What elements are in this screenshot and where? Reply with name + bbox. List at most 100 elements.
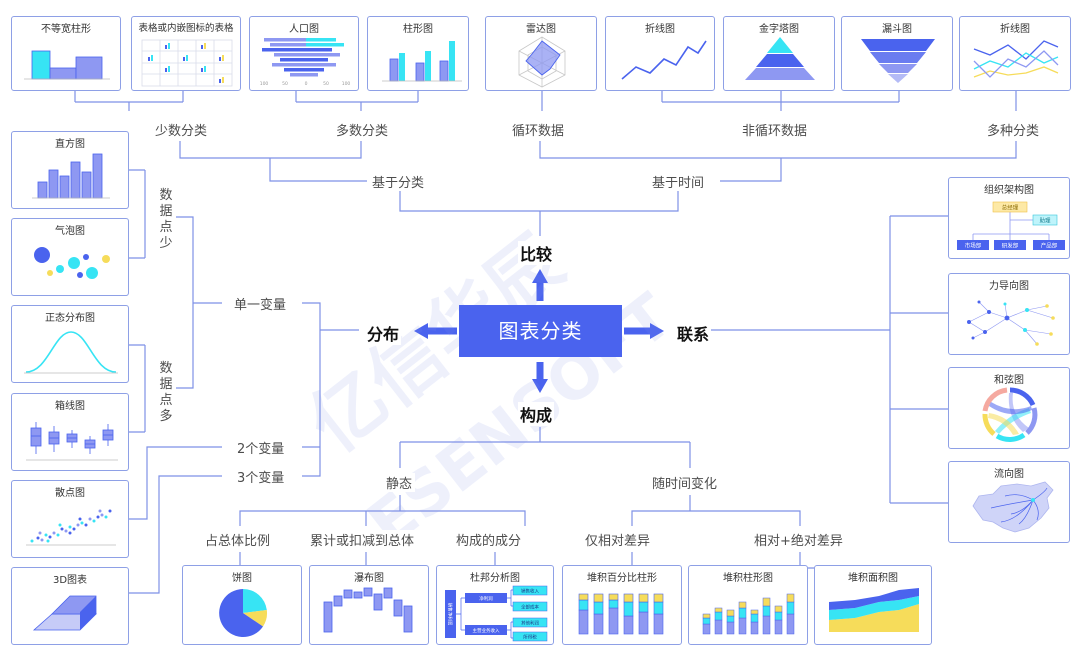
label-noncyclic-data: 非循环数据 [739,120,811,139]
card-normal[interactable]: 正态分布图 [11,305,129,383]
scatter-point [76,523,80,527]
card-waterfall[interactable]: 瀑布图 [309,565,429,645]
scatter-point [46,539,50,543]
stack-segment [653,601,664,615]
stack-segment [638,601,649,613]
label-three-variables: 3个变量 [234,467,288,486]
card-boxplot[interactable]: 箱线图 [11,393,129,471]
scatter-point [104,515,108,519]
dupont-root: 销售净利润 [447,603,454,626]
card-stack-bar[interactable]: 堆积柱形图 [688,565,808,645]
card-table-icons[interactable]: 表格或内嵌图标的表格 [131,16,241,91]
scatter-point [36,536,40,540]
card-title: 流向图 [994,469,1024,480]
stack-segment [750,621,759,635]
stack-segment [623,593,634,603]
dupont-thumbnail: 销售净利润 净利润 主营业务收入 销售收入 全部成本 其他利润 所得税 [445,585,548,642]
label-static: 静态 [383,473,416,492]
card-title: 金字塔图 [759,24,799,35]
dupont-leaf: 销售收入 [521,588,539,595]
category-composition: 构成 [518,402,555,426]
scatter-point [56,533,60,537]
card-stack-area[interactable]: 堆积面积图 [814,565,932,645]
waterfall-thumbnail [323,587,413,633]
multi-line-thumbnail [973,40,1059,78]
stacked-area-thumbnail [829,588,919,632]
chord-diagram-thumbnail [982,387,1038,442]
card-title: 不等宽柱形 [41,24,91,35]
org-dept: 研发部 [1002,242,1019,250]
stack-segment [578,593,589,601]
label-cumulative: 累计或扣减到总体 [307,530,418,549]
label-many-categories: 多数分类 [333,120,392,139]
scatter-point [38,531,42,535]
org-chart-thumbnail: 总经理 助理 市场部 研发部 产品部 [957,201,1065,250]
card-pyramid[interactable]: 金字塔图 [723,16,835,91]
bubble-thumbnail [34,247,110,279]
category-distribution: 分布 [365,321,402,345]
stack-segment [702,617,711,625]
stack-segment [608,599,619,609]
card-radar[interactable]: 雷达图 [485,16,597,91]
stack-segment [786,613,795,635]
label-multi-categories: 多种分类 [984,120,1043,139]
card-title: 堆积柱形图 [723,573,773,584]
label-cyclic-data: 循环数据 [509,120,568,139]
label-few-points: 数据点少 [158,188,174,252]
stack-segment [786,593,795,603]
org-dept: 产品部 [1041,242,1058,250]
card-bubble[interactable]: 气泡图 [11,218,129,296]
stack-segment [578,609,589,635]
stack-segment [623,601,634,617]
card-chord[interactable]: 和弦图 [948,367,1070,449]
stack-segment [653,613,664,635]
stack-segment [714,607,723,613]
scatter-point [96,515,100,519]
card-line-2[interactable]: 折线图 [959,16,1071,91]
card-flow[interactable]: 流向图 [948,461,1070,543]
card-bar[interactable]: 柱形图 [367,16,469,91]
tick-label: 50 [323,81,329,87]
dupont-leaf: 全部成本 [521,604,539,611]
card-title: 柱形图 [403,24,433,35]
org-assistant: 助理 [1039,217,1051,225]
stack-segment [726,621,735,635]
center-node: 图表分类 [459,305,622,357]
tick-label: 100 [342,81,351,87]
card-dupont[interactable]: 杜邦分析图 销售净利润 净利润 主营业务收入 销售收入 全部成本 其他利润 所得… [436,565,554,645]
scatter-point [44,533,48,537]
card-population[interactable]: 人口图 100 50 0 50 100 [249,16,359,91]
label-by-time: 基于时间 [649,172,708,191]
bar-thumbnail [382,41,462,82]
dupont-leaf: 所得税 [523,634,537,641]
card-line-1[interactable]: 折线图 [605,16,715,91]
label-relative-only: 仅相对差异 [582,530,654,549]
stack-segment [714,619,723,635]
scatter-point [68,531,72,535]
line-thumbnail [621,40,707,80]
card-histogram[interactable]: 直方图 [11,131,129,209]
card-pie[interactable]: 饼图 [182,565,302,645]
tick-label: 100 [260,81,269,87]
card-org[interactable]: 组织架构图 总经理 助理 市场部 研发部 产品部 [948,177,1070,259]
label-share-of-total: 占总体比例 [202,530,274,549]
card-3d[interactable]: 3D图表 [11,567,129,645]
card-title: 饼图 [232,573,252,584]
card-uneven-bar[interactable]: 不等宽柱形 [11,16,121,91]
tick-label: 50 [282,81,288,87]
card-title: 和弦图 [994,375,1024,386]
stack-segment [738,601,747,609]
card-force[interactable]: 力导向图 [948,273,1070,355]
scatter-point [60,527,64,531]
card-scatter[interactable]: 散点图 [11,480,129,558]
stack-segment [608,607,619,635]
funnel-thumbnail [861,39,935,83]
scatter-point [64,529,68,533]
card-stack-percent[interactable]: 堆积百分比柱形 [562,565,682,645]
dupont-node: 主营业务收入 [473,627,500,634]
tick-label: 0 [305,81,308,87]
card-funnel[interactable]: 漏斗图 [841,16,953,91]
card-title: 直方图 [55,139,85,150]
scatter-point [48,535,52,539]
